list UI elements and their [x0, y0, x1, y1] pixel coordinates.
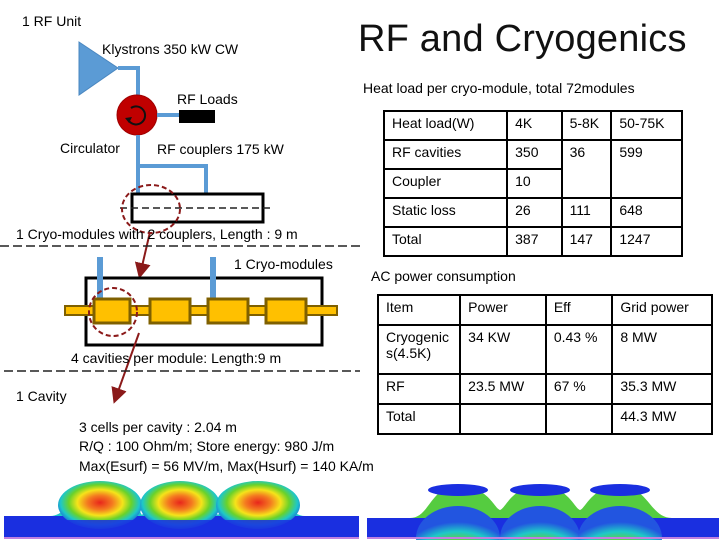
header-cell: Grid power [611, 294, 713, 326]
klystron-icon [78, 41, 119, 96]
row-label: RF cavities [382, 139, 509, 170]
cell-50-75k: 599 [610, 139, 683, 199]
cell-item: Total [376, 403, 462, 435]
cell-eff: 67 % [544, 373, 614, 405]
table-row: RF cavities 350 36 599 [382, 139, 683, 199]
cell-grid: 44.3 MW [611, 403, 713, 435]
header-cell: 50-75K [610, 110, 683, 141]
rf-load-icon [179, 110, 215, 123]
cell-item: Cryogenics(4.5K) [376, 324, 462, 375]
cell-grid: 8 MW [611, 324, 713, 375]
cell-4k: 10 [506, 168, 563, 199]
cell-eff: 0.43 % [544, 324, 614, 375]
table-row: Total 387 147 1247 [382, 226, 683, 257]
cell-5-8k: 147 [560, 226, 613, 257]
cavity-3 [206, 297, 250, 325]
rf-loads-label: RF Loads [177, 91, 238, 107]
cell-power [459, 403, 547, 435]
header-cell: Item [376, 294, 462, 326]
row-label: Coupler [382, 168, 509, 199]
cell-grid: 35.3 MW [611, 373, 713, 405]
table-row: Cryogenics(4.5K) 34 KW 0.43 % 8 MW [376, 324, 713, 375]
header-cell: 5-8K [560, 110, 613, 141]
cell-5-8k: 36 [560, 139, 613, 199]
cell-4k: 26 [506, 197, 563, 228]
cavity-label: 1 Cavity [16, 388, 67, 404]
cell-4k: 387 [506, 226, 563, 257]
header-cell: Eff [544, 294, 614, 326]
table-row: Total 44.3 MW [376, 403, 713, 435]
table-row: Static loss 26 111 648 [382, 197, 683, 228]
cell-50-75k: 648 [610, 197, 683, 228]
cell-5-8k: 111 [560, 197, 613, 228]
cavities-label: 4 cavities per module: Length:9 m [71, 350, 282, 366]
rf-unit-label: 1 RF Unit [22, 13, 82, 29]
table-header-row: Item Power Eff Grid power [376, 294, 713, 326]
header-cell: Heat load(W) [382, 110, 509, 141]
cell-power: 23.5 MW [459, 373, 547, 405]
row-label: Static loss [382, 197, 509, 228]
cell-item: RF [376, 373, 462, 405]
cavity-spec-2: R/Q : 100 Ohm/m; Store energy: 980 J/m [79, 438, 335, 454]
heat-load-table: Heat load(W) 4K 5-8K 50-75K RF cavities … [382, 110, 683, 257]
ac-power-caption: AC power consumption [371, 268, 516, 284]
cavity-spec-3: Max(Esurf) = 56 MV/m, Max(Hsurf) = 140 K… [79, 458, 374, 474]
electric-field-plot [4, 481, 359, 539]
cryomodule-couplers-label: 1 Cryo-modules with 2 couplers, Length :… [16, 226, 298, 242]
ac-power-table: Item Power Eff Grid power Cryogenics(4.5… [376, 294, 713, 435]
cavity-1 [92, 297, 132, 325]
cavity-spec-1: 3 cells per cavity : 2.04 m [79, 419, 237, 435]
cavity-2 [148, 297, 192, 325]
cell-50-75k: 1247 [610, 226, 683, 257]
cavity-4 [264, 297, 308, 325]
klystron-label: Klystrons 350 kW CW [102, 41, 239, 57]
cell-eff [544, 403, 614, 435]
cell-4k: 350 [506, 139, 563, 170]
magnetic-field-plot [367, 484, 719, 540]
slide-title: RF and Cryogenics [358, 18, 687, 60]
table-header-row: Heat load(W) 4K 5-8K 50-75K [382, 110, 683, 141]
row-label: Total [382, 226, 509, 257]
cryomodule-label: 1 Cryo-modules [234, 256, 333, 272]
table-row: Coupler 10 [382, 168, 682, 199]
table-row: RF 23.5 MW 67 % 35.3 MW [376, 373, 713, 405]
header-cell: 4K [506, 110, 563, 141]
heat-load-caption: Heat load per cryo-module, total 72modul… [363, 80, 635, 96]
cell-power: 34 KW [459, 324, 547, 375]
circulator-label: Circulator [60, 140, 120, 156]
rf-couplers-label: RF couplers 175 kW [157, 141, 284, 157]
header-cell: Power [459, 294, 547, 326]
circulator-icon [116, 94, 158, 136]
